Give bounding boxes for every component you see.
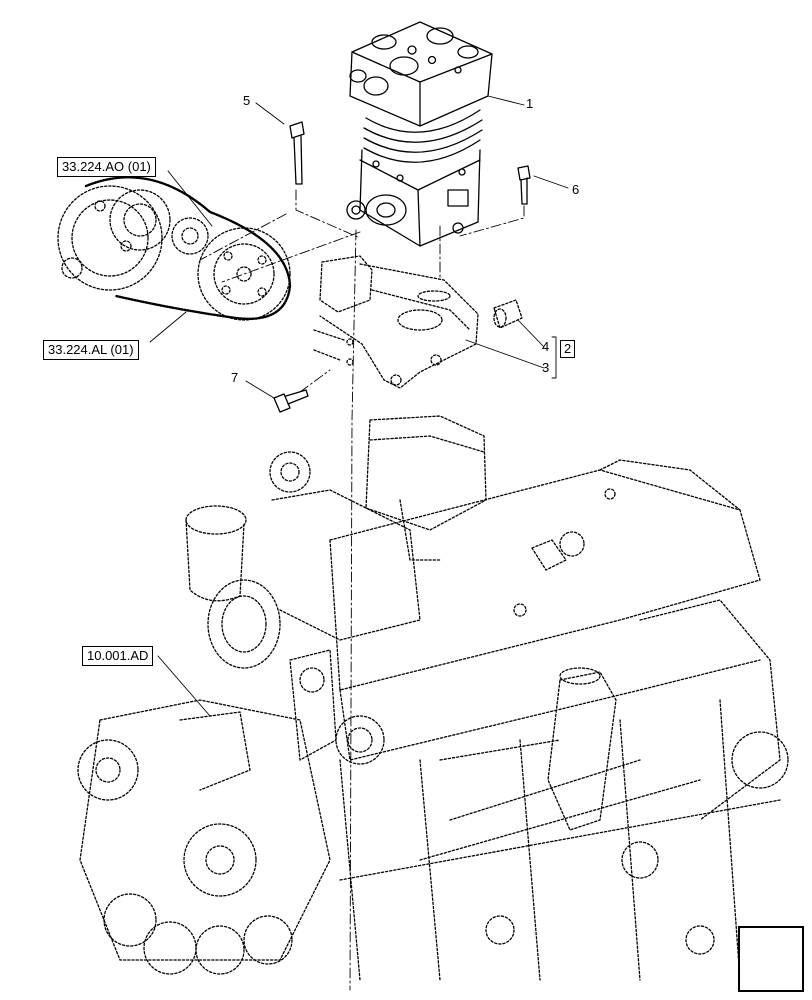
engine-block (77, 415, 789, 981)
ref-engine[interactable]: 10.001.AD (82, 646, 154, 666)
next-page-arrow-icon[interactable] (738, 926, 804, 992)
callout-5[interactable]: 5 (243, 93, 251, 108)
bolt-7 (273, 389, 309, 413)
callout-3[interactable]: 3 (542, 360, 550, 375)
callout-2-kit[interactable]: 2 (560, 340, 576, 358)
callout-7[interactable]: 7 (231, 370, 239, 385)
belt-drive-pulleys (57, 185, 291, 321)
air-compressor (346, 21, 493, 247)
assembly-centerlines (199, 189, 525, 991)
callout-6[interactable]: 6 (572, 182, 580, 197)
compressor-bracket (313, 255, 523, 389)
ref-belt[interactable]: 33.224.AL (01) (43, 340, 139, 360)
bolt-5 (289, 121, 305, 185)
callout-1[interactable]: 1 (526, 96, 534, 111)
callout-4[interactable]: 4 (542, 339, 550, 354)
ref-belt-drive[interactable]: 33.224.AO (01) (57, 157, 156, 177)
bolt-6 (517, 165, 531, 205)
leader-lines (149, 95, 569, 717)
drive-belt (84, 176, 292, 320)
